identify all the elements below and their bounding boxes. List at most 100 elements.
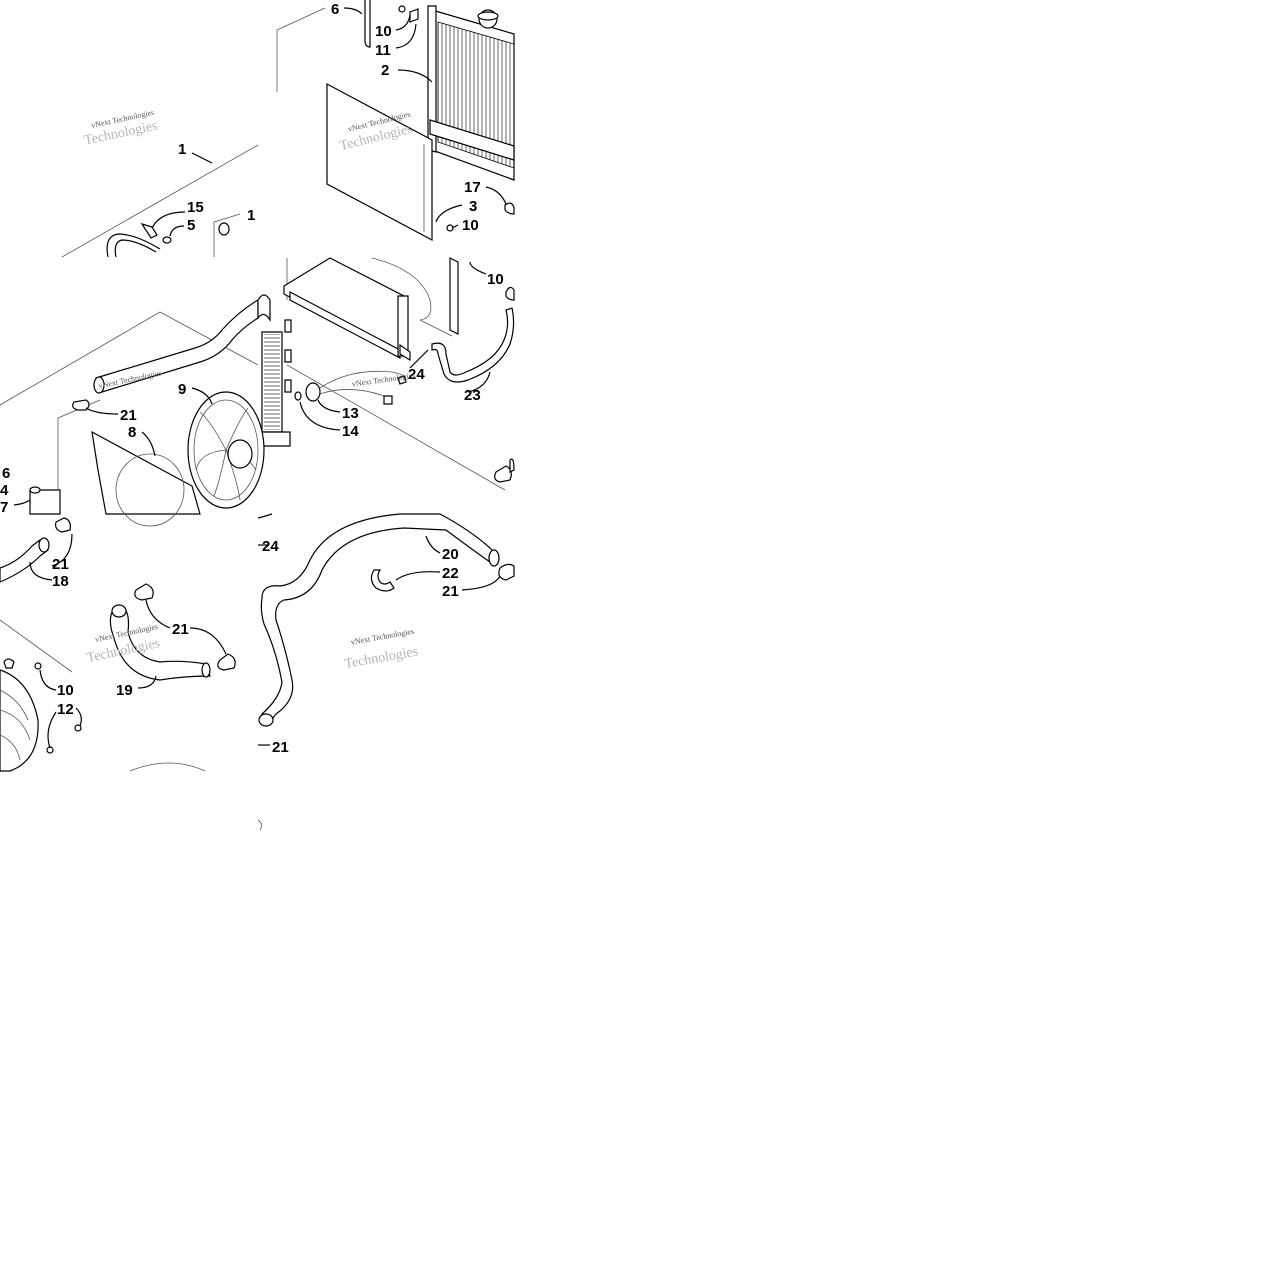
callout-label: 18 <box>52 573 69 590</box>
assembly-outline-line <box>286 364 506 491</box>
tile-middle-left: 9 21 8 6 4 7 vNext Technologies <box>0 294 292 527</box>
washer-part <box>162 236 172 244</box>
leader-line <box>317 399 341 413</box>
svg-text:Technologies: Technologies <box>343 644 419 672</box>
leader-line <box>141 431 156 457</box>
tile-top-right: 6 10 11 2 17 3 10 Technologies vNext Tec… <box>276 0 515 241</box>
leader-line <box>299 401 341 431</box>
callout-label: 22 <box>442 565 459 582</box>
hose-clip-part <box>370 569 395 592</box>
radiator-side-tank <box>427 5 437 153</box>
sensor-wire-2 <box>319 389 385 397</box>
leader-line <box>75 707 82 727</box>
vent-hose-part <box>364 0 371 48</box>
leader-line <box>189 627 227 655</box>
hose-clamp-part <box>72 399 90 411</box>
hose-clamp-part <box>55 517 71 533</box>
callout-label: 17 <box>464 179 481 196</box>
hose-fitting <box>505 286 515 301</box>
hose-fragment <box>257 513 273 519</box>
filler-neck <box>29 486 41 494</box>
callout-label: 6 <box>331 1 339 18</box>
fan-blades <box>0 689 31 761</box>
callout-label: 24 <box>408 366 425 383</box>
wire-connector-2 <box>397 375 407 385</box>
sensor-washer <box>294 391 302 401</box>
callout-label: 12 <box>57 701 74 718</box>
callout-label: 3 <box>469 198 477 215</box>
callout-label: 21 <box>442 583 459 600</box>
sensor-wire <box>319 371 406 389</box>
wire-connector <box>383 395 393 405</box>
hose-end <box>509 458 515 473</box>
screw-part <box>398 5 406 13</box>
leader-line <box>191 152 213 164</box>
callout-label: 10 <box>462 217 479 234</box>
callout-label: 5 <box>187 217 195 234</box>
leader-line <box>343 7 363 15</box>
callout-label: 20 <box>442 546 459 563</box>
hose-end <box>258 713 274 727</box>
shroud-opening <box>129 762 206 772</box>
assembly-outline-line <box>159 311 259 366</box>
leader-line <box>29 561 53 581</box>
callout-label: 10 <box>57 682 74 699</box>
hose-clamp-part <box>217 653 236 671</box>
leader-line <box>137 675 157 689</box>
leader-line <box>145 599 171 629</box>
callout-label: 21 <box>52 556 69 573</box>
bleed-screw-part <box>140 222 158 239</box>
radiator-tank-part <box>257 294 271 323</box>
shroud-opening <box>371 257 432 321</box>
radiator-cap-top <box>477 11 499 21</box>
leader-line <box>409 349 429 369</box>
fan-shroud-part <box>91 430 201 515</box>
hose-part-inner <box>114 239 157 258</box>
callout-label: 13 <box>342 405 359 422</box>
leader-line <box>461 575 501 591</box>
svg-text:vNext Technologies: vNext Technologies <box>351 371 416 389</box>
grommet-part <box>504 202 515 215</box>
callout-label: 10 <box>375 23 392 40</box>
radiator-mount-tabs <box>284 319 292 393</box>
leader-line <box>451 224 459 229</box>
assembly-outline-line <box>0 619 73 673</box>
overflow-hose-part <box>431 307 515 383</box>
tile-bottom-right: 24 20 22 21 21 Technologies vNext Techno… <box>257 513 515 831</box>
shroud-opening <box>115 453 185 527</box>
callout-label: 10 <box>487 271 504 288</box>
hose-clamp-part <box>134 583 154 601</box>
leader-line <box>169 225 185 237</box>
assembly-outline-line <box>276 7 326 31</box>
callout-label: 4 <box>0 482 9 499</box>
hose-end <box>201 662 211 678</box>
bracket-edge <box>213 213 241 257</box>
callout-label: 9 <box>178 381 186 398</box>
hose-clamp-part <box>498 563 515 581</box>
leader-line <box>85 407 119 415</box>
radiator-fins <box>264 334 280 430</box>
leader-line <box>435 204 463 223</box>
watermark: Technologies vNext Technologies <box>343 627 419 672</box>
radiator-tank-bar <box>289 291 401 359</box>
small-radiator-part <box>29 489 61 515</box>
temp-sensor-part <box>305 382 321 402</box>
o-ring-part <box>218 222 230 236</box>
tile-top-left: 1 15 5 1 Technologies vNext Technologies <box>61 108 259 258</box>
leader-line <box>425 535 441 554</box>
leader-line <box>467 371 491 393</box>
leader-line <box>191 387 213 405</box>
hose-end <box>93 376 105 394</box>
radiator-bottom-rail <box>429 119 515 161</box>
assembly-outline-line <box>0 311 161 406</box>
part-fragment <box>257 819 262 831</box>
leader-line <box>151 211 186 229</box>
leader-line <box>395 571 441 581</box>
hose-clamp-part <box>494 465 512 483</box>
shroud-panel-part <box>326 83 433 241</box>
leader-line <box>395 23 417 49</box>
screw-part <box>34 662 42 670</box>
callout-label: 15 <box>187 199 204 216</box>
callout-label: 7 <box>0 499 8 516</box>
leader-line <box>397 69 433 83</box>
